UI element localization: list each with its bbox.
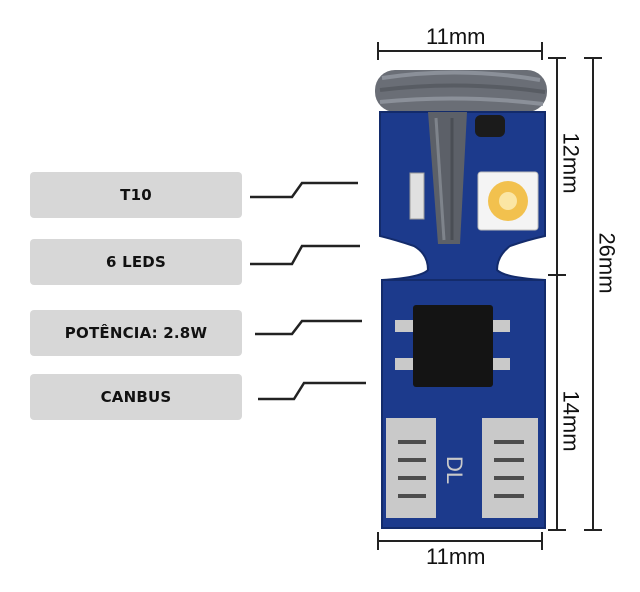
leader-line-power bbox=[255, 319, 362, 336]
leader-line-t10 bbox=[250, 181, 358, 199]
side-resistor bbox=[409, 172, 425, 220]
ic-chip bbox=[395, 305, 510, 387]
dim-total-height: 26mm bbox=[594, 232, 620, 294]
dim-upper-height: 12mm bbox=[558, 132, 584, 194]
dimension-total bbox=[584, 57, 602, 531]
label-power: POTÊNCIA: 2.8W bbox=[30, 310, 242, 356]
diode-component bbox=[475, 115, 505, 137]
label-leds: 6 LEDS bbox=[30, 239, 242, 285]
dimension-right-segments bbox=[548, 57, 566, 531]
silkscreen-text: DL bbox=[442, 456, 467, 484]
dim-lower-height: 14mm bbox=[558, 390, 584, 452]
dim-bottom-width: 11mm bbox=[426, 544, 486, 569]
wire-lead bbox=[428, 112, 467, 244]
label-canbus: CANBUS bbox=[30, 374, 242, 420]
dim-top-width: 11mm bbox=[426, 24, 486, 49]
dimension-top bbox=[377, 42, 543, 60]
wire-coil bbox=[375, 70, 547, 112]
contact-pad-left bbox=[386, 418, 436, 518]
leader-line-leds bbox=[250, 244, 360, 266]
dimension-bottom bbox=[377, 532, 543, 550]
led-chip bbox=[477, 171, 539, 231]
contact-pad-right bbox=[482, 418, 538, 518]
label-t10: T10 bbox=[30, 172, 242, 218]
leader-line-canbus bbox=[258, 381, 366, 401]
